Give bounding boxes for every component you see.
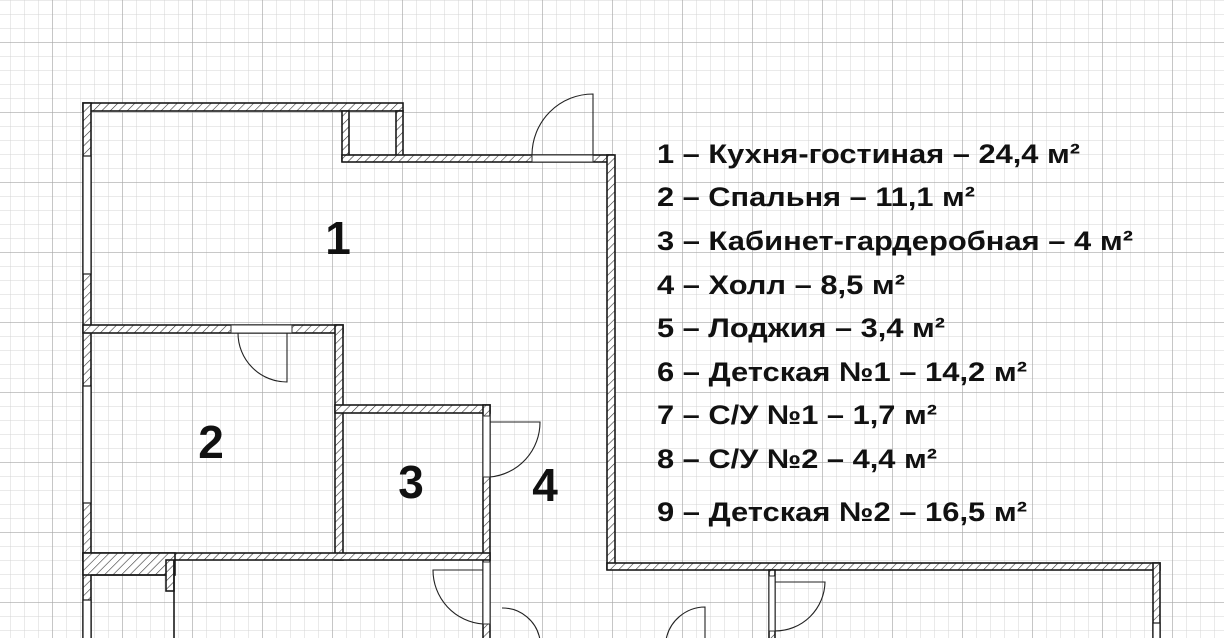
bathroom-door-icon (432, 561, 491, 625)
legend-item: 4 – Холл – 8,5 м² (657, 270, 905, 300)
legend-item: 5 – Лоджия – 3,4 м² (657, 313, 945, 343)
bedroom-door-icon (230, 324, 293, 383)
entrance-door-icon (531, 93, 594, 163)
legend-item: 2 – Спальня – 11,1 м² (657, 182, 975, 212)
hall-door-icon (501, 607, 541, 638)
legend-item: 8 – С/У №2 – 4,4 м² (657, 444, 937, 474)
room-number-2: 2 (198, 416, 224, 468)
legend-item: 6 – Детская №1 – 14,2 м² (657, 357, 1027, 387)
legend-item: 7 – С/У №1 – 1,7 м² (657, 400, 937, 430)
room-numbers: 1 2 3 4 (198, 212, 558, 511)
study-door-icon (482, 415, 541, 478)
doors (230, 93, 826, 638)
walls (82, 102, 1161, 638)
room-number-3: 3 (398, 456, 424, 508)
legend-item: 9 – Детская №2 – 16,5 м² (657, 497, 1027, 527)
windows (82, 155, 1161, 638)
legend: 1 – Кухня-гостиная – 24,4 м² 2 – Спальня… (657, 139, 1133, 527)
room-number-4: 4 (532, 459, 558, 511)
legend-item: 1 – Кухня-гостиная – 24,4 м² (657, 139, 1080, 169)
nursery-door-icon (768, 575, 826, 632)
corridor-door-icon (665, 606, 706, 638)
room-number-1: 1 (325, 212, 351, 264)
legend-item: 3 – Кабинет-гардеробная – 4 м² (657, 226, 1133, 256)
